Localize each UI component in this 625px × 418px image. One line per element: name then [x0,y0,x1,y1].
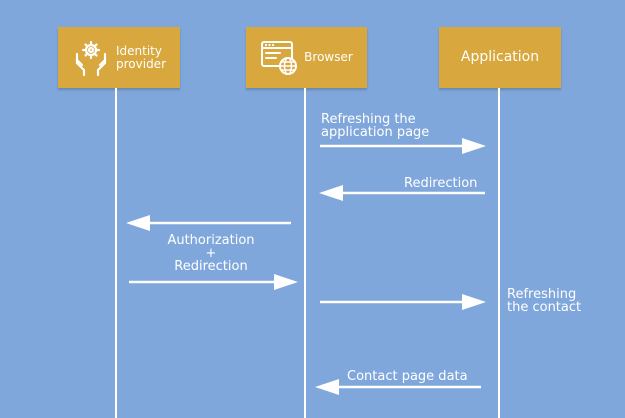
arrow-auth-return [129,274,298,290]
message-label: Authorization + Redirection [150,234,272,273]
lifeline-browser [304,88,306,418]
message-label-line: application page [321,125,430,140]
message-label: Refreshing the application page [321,113,429,139]
arrow-refresh-app-page [320,138,486,154]
message-label-line: Redirection [174,259,248,274]
hands-gear-icon [72,38,110,78]
message-label-line: the contact [507,300,582,315]
message-label: Redirection [404,176,478,191]
actor-label: Browser [304,50,353,64]
message-label: Contact page data [347,369,468,384]
message-label-line: + [205,246,217,261]
browser-globe-icon [260,40,298,76]
actor-browser: Browser [246,27,367,88]
actor-label: Identity provider [116,43,166,71]
actor-label: Application [460,49,540,65]
arrow-authorization [126,215,291,231]
arrow-refresh-contact [320,294,486,310]
message-label-line: Authorization [167,233,255,248]
message-label-line: Refreshing [507,287,577,302]
message-label: Refreshing the contact [507,288,581,314]
actor-label-line: Identity [116,43,162,58]
arrow-redirection [319,185,485,201]
actor-label-line: provider [116,56,166,71]
lifeline-identity-provider [115,88,117,418]
lifeline-application [498,88,500,418]
message-label-line: Refreshing the [321,112,416,127]
actor-application: Application [439,27,561,88]
arrow-contact-data [315,379,481,395]
actor-identity-provider: Identity provider [58,27,180,88]
